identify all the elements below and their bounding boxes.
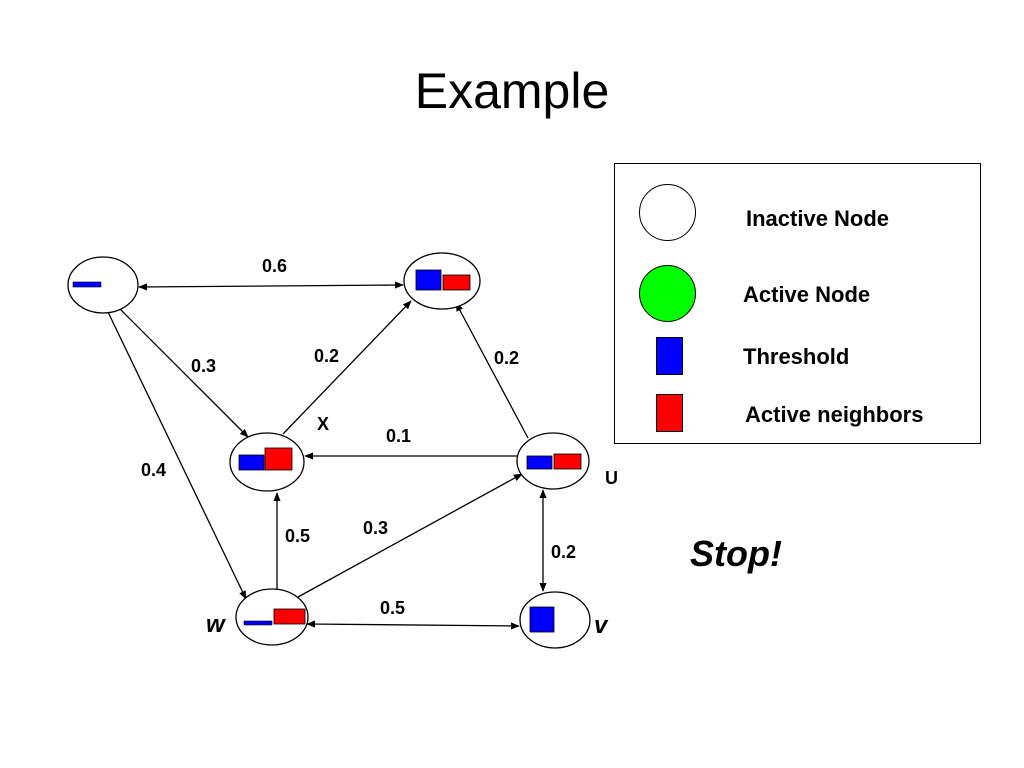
edge-weight-w-v: 0.5: [380, 598, 406, 618]
threshold-bar: [243, 620, 273, 626]
edge-topleft-w: [107, 311, 247, 600]
threshold-bar: [238, 454, 265, 471]
node-v: [519, 591, 591, 649]
threshold-bar: [529, 606, 555, 633]
legend: Inactive Node Active Node Threshold Acti…: [614, 163, 981, 444]
active-neighbors-swatch: [656, 394, 683, 432]
inactive-node-swatch: [639, 184, 696, 241]
edge-topleft-x: [117, 306, 249, 438]
threshold-swatch: [656, 337, 683, 375]
active-neighbors-bar: [553, 453, 582, 470]
edge-u-topright: [455, 302, 529, 439]
edge-w-u: [297, 473, 523, 598]
active-neighbors-bar: [264, 447, 293, 471]
node-label-v: v: [594, 612, 608, 639]
status-stop-text: Stop!: [690, 533, 782, 574]
node-top-right: [403, 252, 481, 310]
node-label-u: U: [605, 468, 618, 488]
threshold-bar: [415, 269, 442, 291]
node-x: [229, 432, 305, 492]
node-label-w: w: [206, 611, 225, 638]
legend-active-neighbors-label: Active neighbors: [745, 402, 924, 427]
legend-threshold-label: Threshold: [743, 344, 850, 369]
edge-weight-u-topright: 0.2: [494, 348, 520, 368]
edge-weight-u-v: 0.2: [551, 542, 577, 562]
edge-weight-topleft-x: 0.3: [191, 356, 217, 376]
active-neighbors-bar: [273, 608, 306, 625]
threshold-bar: [72, 281, 102, 288]
threshold-bar: [526, 455, 553, 470]
edge-weight-x-topright: 0.2: [314, 346, 340, 366]
node-top-left: [67, 256, 139, 314]
edge-x-topright: [282, 300, 412, 435]
node-u: [516, 432, 590, 490]
edge-topleft-topright: [138, 281, 404, 291]
edge-weight-u-x: 0.1: [386, 426, 412, 446]
node-label-x: X: [317, 414, 330, 434]
active-node-swatch: [639, 265, 696, 322]
edge-w-v: [306, 620, 520, 630]
edge-weight-w-x: 0.5: [285, 526, 311, 546]
active-neighbors-bar: [442, 274, 471, 291]
node-w: [235, 588, 309, 646]
edge-weight-topleft-w: 0.4: [141, 460, 167, 480]
edge-weight-topleft-topright: 0.6: [262, 256, 288, 276]
legend-inactive-node-label: Inactive Node: [746, 206, 890, 231]
legend-active-node-label: Active Node: [743, 282, 871, 307]
slide-title: Example: [414, 63, 610, 119]
edge-weight-w-u: 0.3: [363, 518, 389, 538]
